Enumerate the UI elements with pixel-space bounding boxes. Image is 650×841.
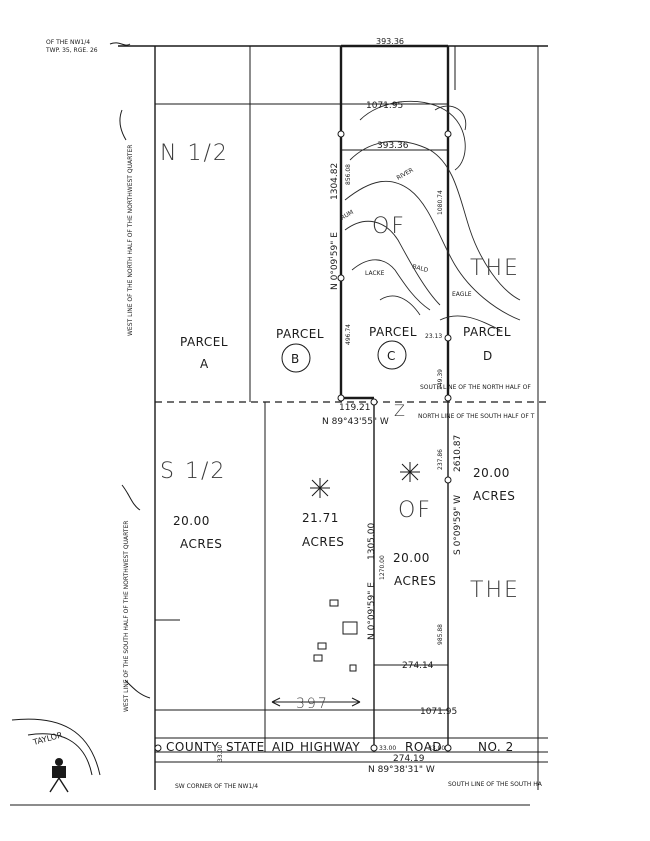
parcel-labels: PARCEL A PARCEL B PARCEL C PARCEL D	[180, 325, 511, 371]
c-lower-length: 1305.00	[367, 523, 377, 560]
the-upper-label: THE	[470, 256, 520, 281]
west-line-south-label: WEST LINE OF THE SOUTH HALF OF THE NORTH…	[123, 521, 130, 712]
road-word-county: COUNTY	[166, 740, 219, 754]
dim-397: 397	[296, 696, 329, 712]
parcel-b-word: PARCEL	[276, 327, 324, 341]
road-word-road: ROAD	[405, 740, 442, 754]
dim-14939: 149.39	[437, 369, 444, 390]
buildings	[313, 599, 358, 672]
parcel-d-letter: D	[483, 349, 493, 363]
road-labels: COUNTY STATE AID HIGHWAY ROAD NO. 2	[166, 740, 514, 754]
taylor-label: TAYLOR	[31, 730, 64, 747]
sw-corner-label: SW CORNER OF THE NW1/4	[175, 783, 258, 790]
acres-20-a-value: 20.00	[173, 514, 210, 528]
dim-mid-length: 119.21	[339, 403, 371, 413]
dim-4907: 496.74	[345, 324, 352, 345]
dim-width-upper: 1071.95	[366, 101, 403, 111]
parcel-b-letter: B	[291, 352, 300, 366]
dim-237: 237.86	[437, 449, 444, 470]
road-word-highway: HIGHWAY	[300, 740, 360, 754]
dim-1270: 1270.00	[379, 555, 386, 580]
survey-monuments	[154, 130, 452, 752]
dim-3300: 33.00	[217, 745, 224, 762]
dim-2313: 23.13	[425, 333, 442, 340]
top-notes: OF THE NW1/4 TWP. 35, RGE. 26 393.36	[45, 37, 404, 54]
z-mark: Z	[394, 401, 407, 420]
parcel-c-word: PARCEL	[369, 325, 417, 339]
bottom-bearing: N 89°38'31" W	[368, 765, 435, 775]
road-word-no2: NO. 2	[478, 740, 514, 754]
river-word-eagle: EAGLE	[452, 291, 472, 298]
leader-lines	[11, 42, 151, 776]
parcel-a-letter: A	[200, 357, 209, 371]
parcel-a-word: PARCEL	[180, 335, 228, 349]
acre-labels: 20.00 ACRES 21.71 ACRES 20.00 ACRES 20.0…	[173, 466, 515, 588]
acres-20-d-word: ACRES	[473, 489, 515, 503]
south-line-north-label: SOUTH LINE OF THE NORTH HALF OF	[420, 384, 531, 391]
n-half-label: N 1/2	[160, 141, 229, 166]
dim-mid-bearing: N 89°43'55" W	[322, 417, 389, 427]
the-lower-label: THE	[470, 578, 520, 603]
north-line-south-label: NORTH LINE OF THE SOUTH HALF OF T	[418, 413, 535, 420]
road-word-aid: AID	[272, 740, 295, 754]
nw-quarter-ref-1: OF THE NW1/4	[46, 39, 90, 46]
dim-856: 856.08	[345, 164, 352, 185]
parcel-d-word: PARCEL	[463, 325, 511, 339]
boundary-lines	[10, 44, 548, 806]
parcel-c-east-bearing: N 0°09'59" E	[330, 232, 340, 290]
road-33-left: 33.00	[379, 745, 396, 752]
river-word-river: RIVER	[396, 167, 415, 182]
river-contours	[344, 100, 521, 331]
acres-20-a-word: ACRES	[180, 537, 222, 551]
dim-27419: 274.19	[393, 754, 425, 764]
survey-symbol	[49, 758, 69, 793]
road-word-state: STATE	[226, 740, 265, 754]
acres-2171-word: ACRES	[302, 535, 344, 549]
dim-parcel-c-top: 393.36	[377, 141, 409, 151]
c-lower-bearing: N 0°09'59" E	[367, 582, 377, 640]
south-line-south-label: SOUTH LINE OF THE SOUTH HA	[448, 781, 543, 788]
west-line-north-label: WEST LINE OF THE NORTH HALF OF THE NORTH…	[127, 145, 134, 336]
s-half-label: S 1/2	[160, 459, 226, 484]
dim-top: 393.36	[376, 37, 404, 46]
d-bearing: S 0°09'59" W	[453, 495, 463, 555]
dim-width-lower: 1071.95	[420, 707, 457, 717]
acres-20-c-value: 20.00	[393, 551, 430, 565]
parcel-c-east-length: 1304.82	[330, 163, 340, 200]
river-word-lacke: LACKE	[365, 270, 385, 277]
star-markers	[310, 462, 420, 498]
dim-274-inner: 274.14	[402, 661, 434, 671]
dim-1080: 1080.74	[437, 190, 444, 215]
road-33-right: 33.00	[428, 745, 445, 752]
of-upper-label: OF	[372, 214, 406, 239]
dimension-arrow-397	[271, 697, 361, 707]
acres-20-c-word: ACRES	[394, 574, 436, 588]
of-lower-label: OF	[398, 498, 432, 523]
nw-quarter-ref-2: TWP. 35, RGE. 26	[45, 47, 98, 54]
acres-2171-value: 21.71	[302, 511, 339, 525]
dim-985: 985.88	[437, 624, 444, 645]
parcel-c-letter: C	[387, 349, 396, 363]
acres-20-d-value: 20.00	[473, 466, 510, 480]
river-word-bald: BALD	[411, 263, 429, 274]
parcel-circles	[281, 340, 407, 373]
d-length: 2610.87	[453, 435, 463, 472]
